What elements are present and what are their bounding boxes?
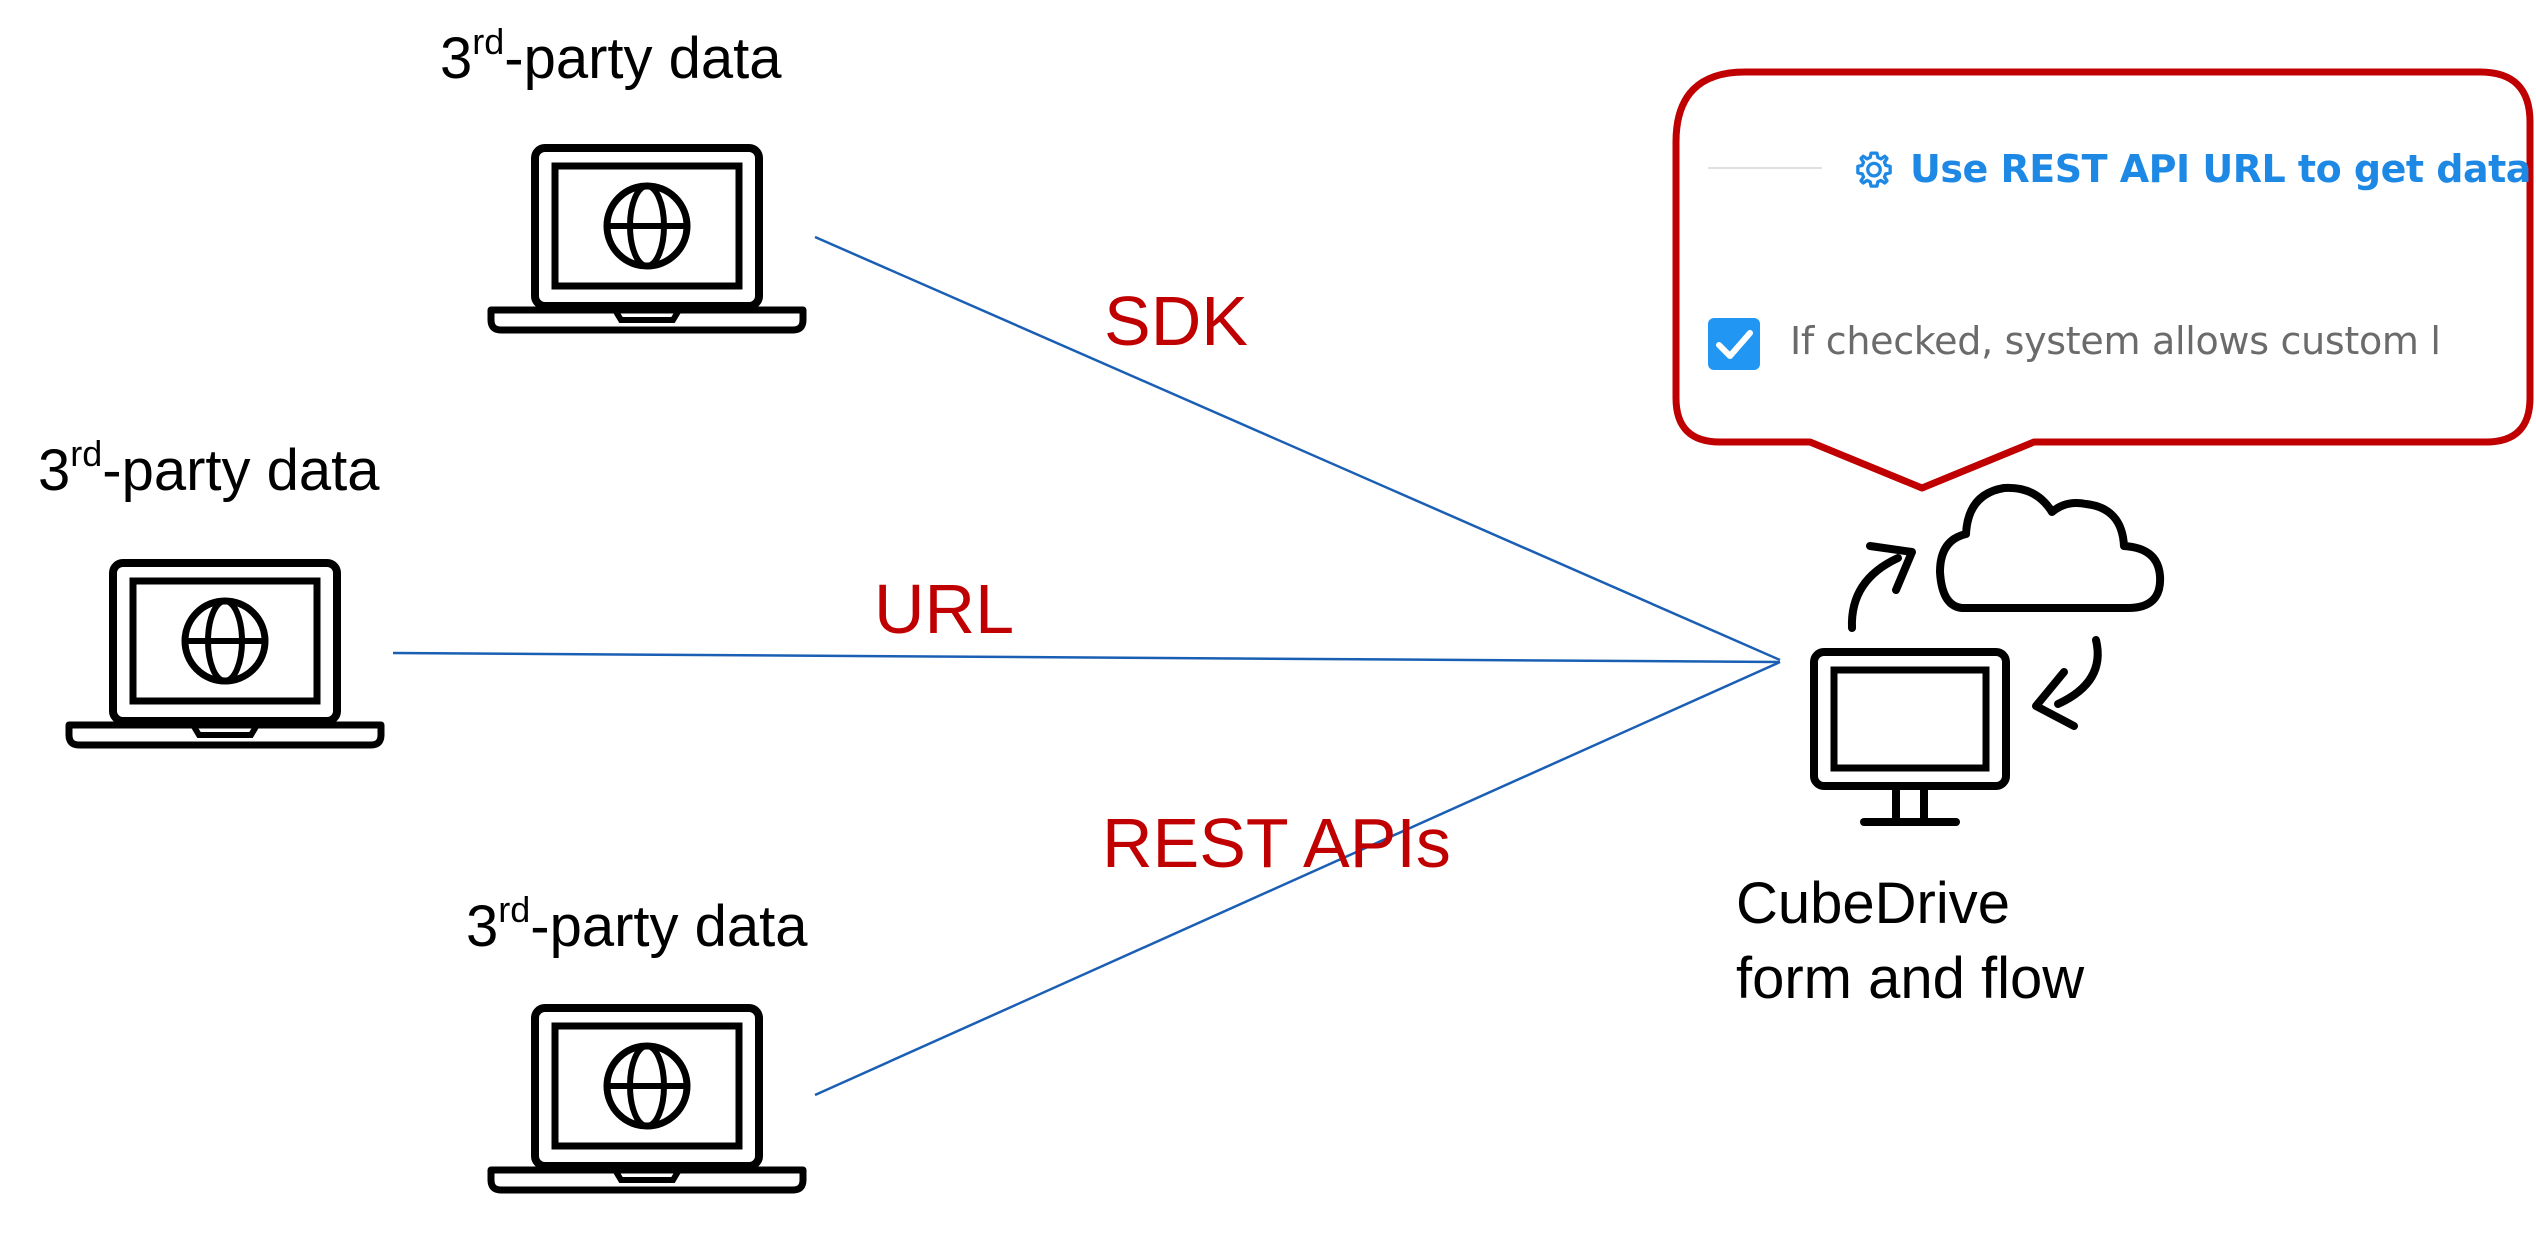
connection-label-sdk: SDK [1104, 282, 1248, 360]
laptop-globe-icon [491, 148, 803, 330]
desktop-cloud-sync-icon [1810, 483, 2165, 826]
callout-bubble [1672, 68, 2534, 492]
target-label-line2: form and flow [1736, 946, 2085, 1012]
connector-rest [814, 660, 1781, 1097]
source-label-bottom: 3rd-party data [466, 889, 808, 959]
laptop-globe-icon [69, 563, 381, 745]
connector-url [392, 651, 1781, 664]
target-label-line1: CubeDrive [1736, 871, 2010, 936]
laptop-globe-icon [491, 1008, 803, 1190]
connector-sdk [814, 235, 1781, 662]
custom-checkbox[interactable] [1708, 318, 1760, 370]
divider [1708, 167, 1822, 169]
gear-icon[interactable] [1852, 148, 1896, 192]
checkbox-description: If checked, system allows custom l [1790, 319, 2441, 363]
target-label: CubeDrive form and flow [1736, 866, 2084, 1017]
source-label-middle: 3rd-party data [38, 433, 380, 503]
connectors [392, 235, 1781, 1097]
connection-label-rest-apis: REST APIs [1102, 804, 1451, 882]
checkmark-icon [1716, 330, 1753, 359]
callout-content: Use REST API URL to get data If checked,… [1672, 70, 2532, 450]
use-rest-api-url-link[interactable]: Use REST API URL to get data [1910, 147, 2531, 191]
source-label-top: 3rd-party data [440, 21, 782, 91]
connection-label-url: URL [874, 570, 1015, 648]
